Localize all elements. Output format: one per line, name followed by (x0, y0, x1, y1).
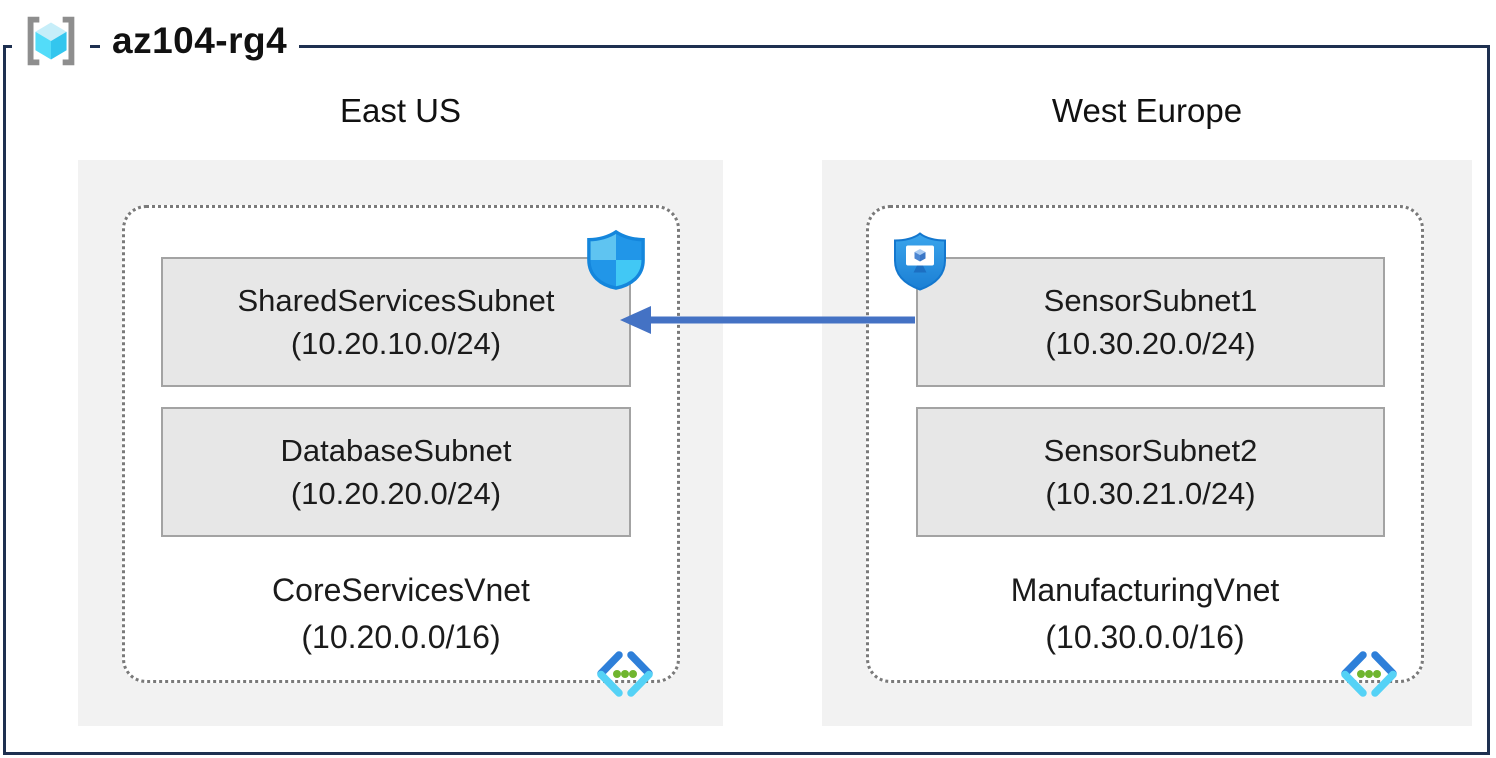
vnet-cidr: (10.20.0.0/16) (301, 619, 501, 655)
virtual-network-icon (1338, 650, 1400, 698)
region-label-west-europe: West Europe (1051, 92, 1243, 129)
subnet-name: SensorSubnet1 (1043, 283, 1258, 318)
vnet-label-manufacturing: ManufacturingVnet (10.30.0.0/16) (866, 567, 1424, 661)
subnet-sensor2: SensorSubnet2 (10.30.21.0/24) (916, 407, 1385, 537)
virtual-network-icon (594, 650, 656, 698)
vnet-cidr: (10.30.0.0/16) (1045, 619, 1245, 655)
application-security-group-icon (892, 231, 948, 292)
subnet-cidr: (10.30.21.0/24) (1045, 476, 1256, 511)
subnet-name: SensorSubnet2 (1043, 433, 1258, 468)
resource-group-frame (3, 45, 1490, 755)
vnet-name: CoreServicesVnet (272, 572, 530, 608)
resource-group-icon (12, 4, 90, 78)
subnet-name: SharedServicesSubnet (237, 283, 555, 318)
subnet-database: DatabaseSubnet (10.20.20.0/24) (161, 407, 631, 537)
subnet-name: DatabaseSubnet (280, 433, 512, 468)
subnet-sharedservices: SharedServicesSubnet (10.20.10.0/24) (161, 257, 631, 387)
subnet-cidr: (10.30.20.0/24) (1045, 326, 1256, 361)
vnet-name: ManufacturingVnet (1010, 572, 1280, 608)
subnet-cidr: (10.20.20.0/24) (290, 476, 502, 511)
subnet-cidr: (10.20.10.0/24) (290, 326, 502, 361)
vnet-label-coreservices: CoreServicesVnet (10.20.0.0/16) (122, 567, 680, 661)
resource-group-header: az104-rg4 (12, 4, 300, 78)
resource-group-title: az104-rg4 (100, 16, 300, 66)
network-security-group-icon (585, 229, 647, 291)
region-label-east-us: East US (339, 92, 462, 129)
subnet-sensor1: SensorSubnet1 (10.30.20.0/24) (916, 257, 1385, 387)
